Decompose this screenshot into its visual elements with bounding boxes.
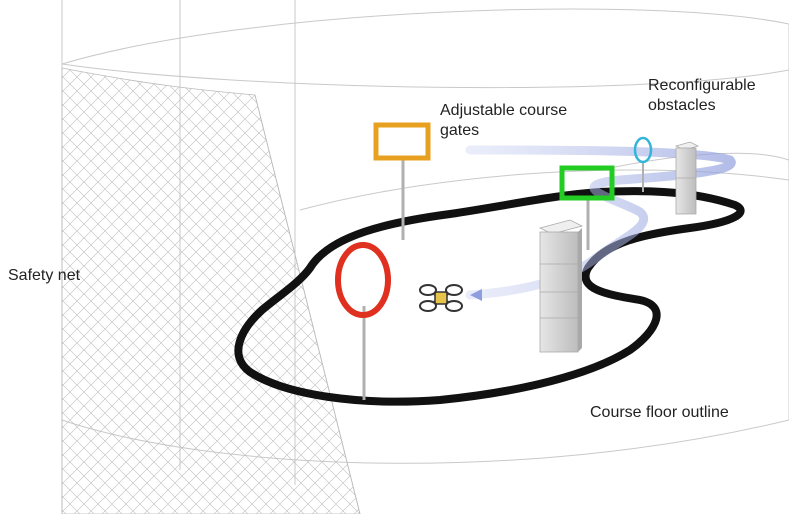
reconfigurable-obstacles-label-line1: Reconfigurable [648, 77, 756, 94]
course-floor-outline-label: Course floor outline [590, 404, 729, 421]
arena-top-rim [61, 8, 789, 65]
adjustable-gates-label: Adjustable course gates [440, 101, 567, 141]
obstacle-tall-stack [538, 219, 584, 353]
safety-net-edge [254, 94, 361, 514]
gate-green [559, 165, 615, 250]
quadcopter-icon [419, 284, 463, 312]
obstacle-back-stack [674, 141, 700, 215]
course-floor-outline [234, 187, 745, 406]
gate-cyan-ring [633, 136, 653, 192]
adjustable-gates-label-line2: gates [440, 122, 480, 139]
arena-mid-rim [299, 169, 789, 211]
gate-red-ring [335, 242, 391, 400]
gate-orange [373, 122, 431, 240]
reconfigurable-obstacles-label-line2: obstacles [648, 97, 716, 114]
safety-net-label: Safety net [8, 267, 81, 284]
flight-path-trail [465, 145, 736, 301]
reconfigurable-obstacles-label: Reconfigurable obstacles [648, 76, 756, 116]
adjustable-gates-label-line1: Adjustable course [440, 102, 568, 119]
arena-top-rim-inner [61, 63, 789, 89]
safety-net-mesh [61, 67, 361, 514]
